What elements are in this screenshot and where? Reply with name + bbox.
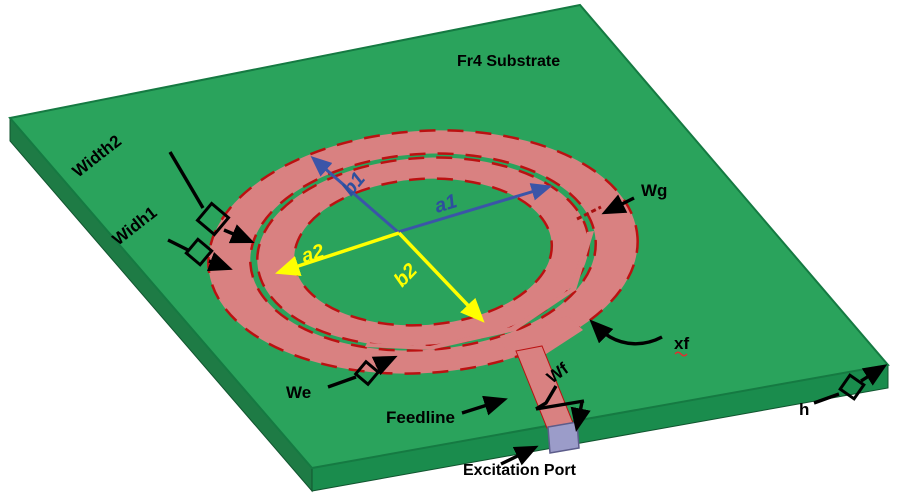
h-arrow xyxy=(860,364,888,386)
dim-arrow-b1 xyxy=(310,156,399,234)
substrate-label: Fr4 Substrate xyxy=(457,53,560,70)
wg-split-marker xyxy=(576,205,602,221)
excitation-port-pad xyxy=(547,421,580,454)
we-leader-line xyxy=(327,375,357,389)
xf-arrow xyxy=(589,319,663,346)
xf-spellcheck-underline xyxy=(674,351,688,357)
excitation-port-arrow xyxy=(500,445,539,466)
radius-dimension-arrows xyxy=(275,156,553,323)
dim-arrow-b2 xyxy=(397,231,485,323)
ring-resonator xyxy=(207,129,639,375)
feed-junction-stub xyxy=(500,316,583,358)
h-leader-line xyxy=(813,392,840,405)
wf-bracket-bar xyxy=(535,399,585,411)
width1-arrow xyxy=(206,251,233,272)
xf-label: xf xyxy=(674,334,689,353)
we-arrow xyxy=(371,355,398,376)
feedline-label: Feedline xyxy=(386,408,455,427)
excitation-port-label: Excitation Port xyxy=(463,462,577,479)
h-label: h xyxy=(799,400,809,419)
we-label: We xyxy=(286,383,311,402)
feedline-arrow xyxy=(461,395,508,416)
wg-arrow xyxy=(601,194,635,215)
wg-label: Wg xyxy=(641,181,667,200)
h-bracket xyxy=(838,373,866,401)
dim-arrow-a1 xyxy=(397,183,553,234)
width1-bracket xyxy=(184,237,214,267)
width2-leader-line xyxy=(168,151,205,209)
width2-arrow xyxy=(223,224,255,244)
wf-arrow xyxy=(570,401,591,433)
width2-bracket xyxy=(195,201,231,237)
width1-leader-line xyxy=(167,238,189,252)
dim-arrow-a2 xyxy=(275,231,400,276)
callout-arrows xyxy=(167,151,888,466)
